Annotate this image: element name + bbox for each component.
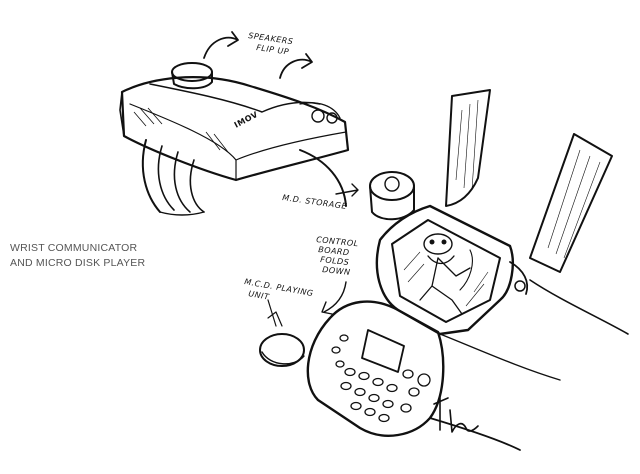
signature-mark [433, 397, 479, 433]
fold-arrow [321, 281, 347, 315]
playing-label-2: UNIT [248, 289, 271, 302]
flip-arrow-right [279, 53, 313, 79]
md-storage-annotation: M.D. STORAGE [282, 183, 359, 211]
caption-line-2: AND MICRO DISK PLAYER [10, 257, 146, 269]
sketch-caption: WRIST COMMUNICATOR AND MICRO DISK PLAYER [10, 241, 145, 271]
control-label-1: CONTROL [316, 235, 359, 248]
closed-wrist-unit: IMOV [119, 62, 350, 216]
keypad-buttons [331, 334, 431, 423]
screen-character [403, 233, 489, 315]
control-label-3: FOLDS [320, 255, 350, 267]
speakers-label-1: SPEAKERS [248, 31, 294, 46]
flip-arrow-left [203, 31, 239, 59]
control-label-4: DOWN [322, 265, 351, 277]
control-board-annotation: CONTROL BOARD FOLDS DOWN [316, 235, 359, 315]
brand-badge: IMOV [233, 110, 260, 130]
speakers-annotation: SPEAKERS FLIP UP [203, 31, 313, 79]
control-label-2: BOARD [318, 245, 350, 257]
caption-line-1: WRIST COMMUNICATOR [10, 242, 138, 254]
open-wrist-unit [259, 89, 629, 451]
md-storage-label: M.D. STORAGE [282, 193, 348, 211]
